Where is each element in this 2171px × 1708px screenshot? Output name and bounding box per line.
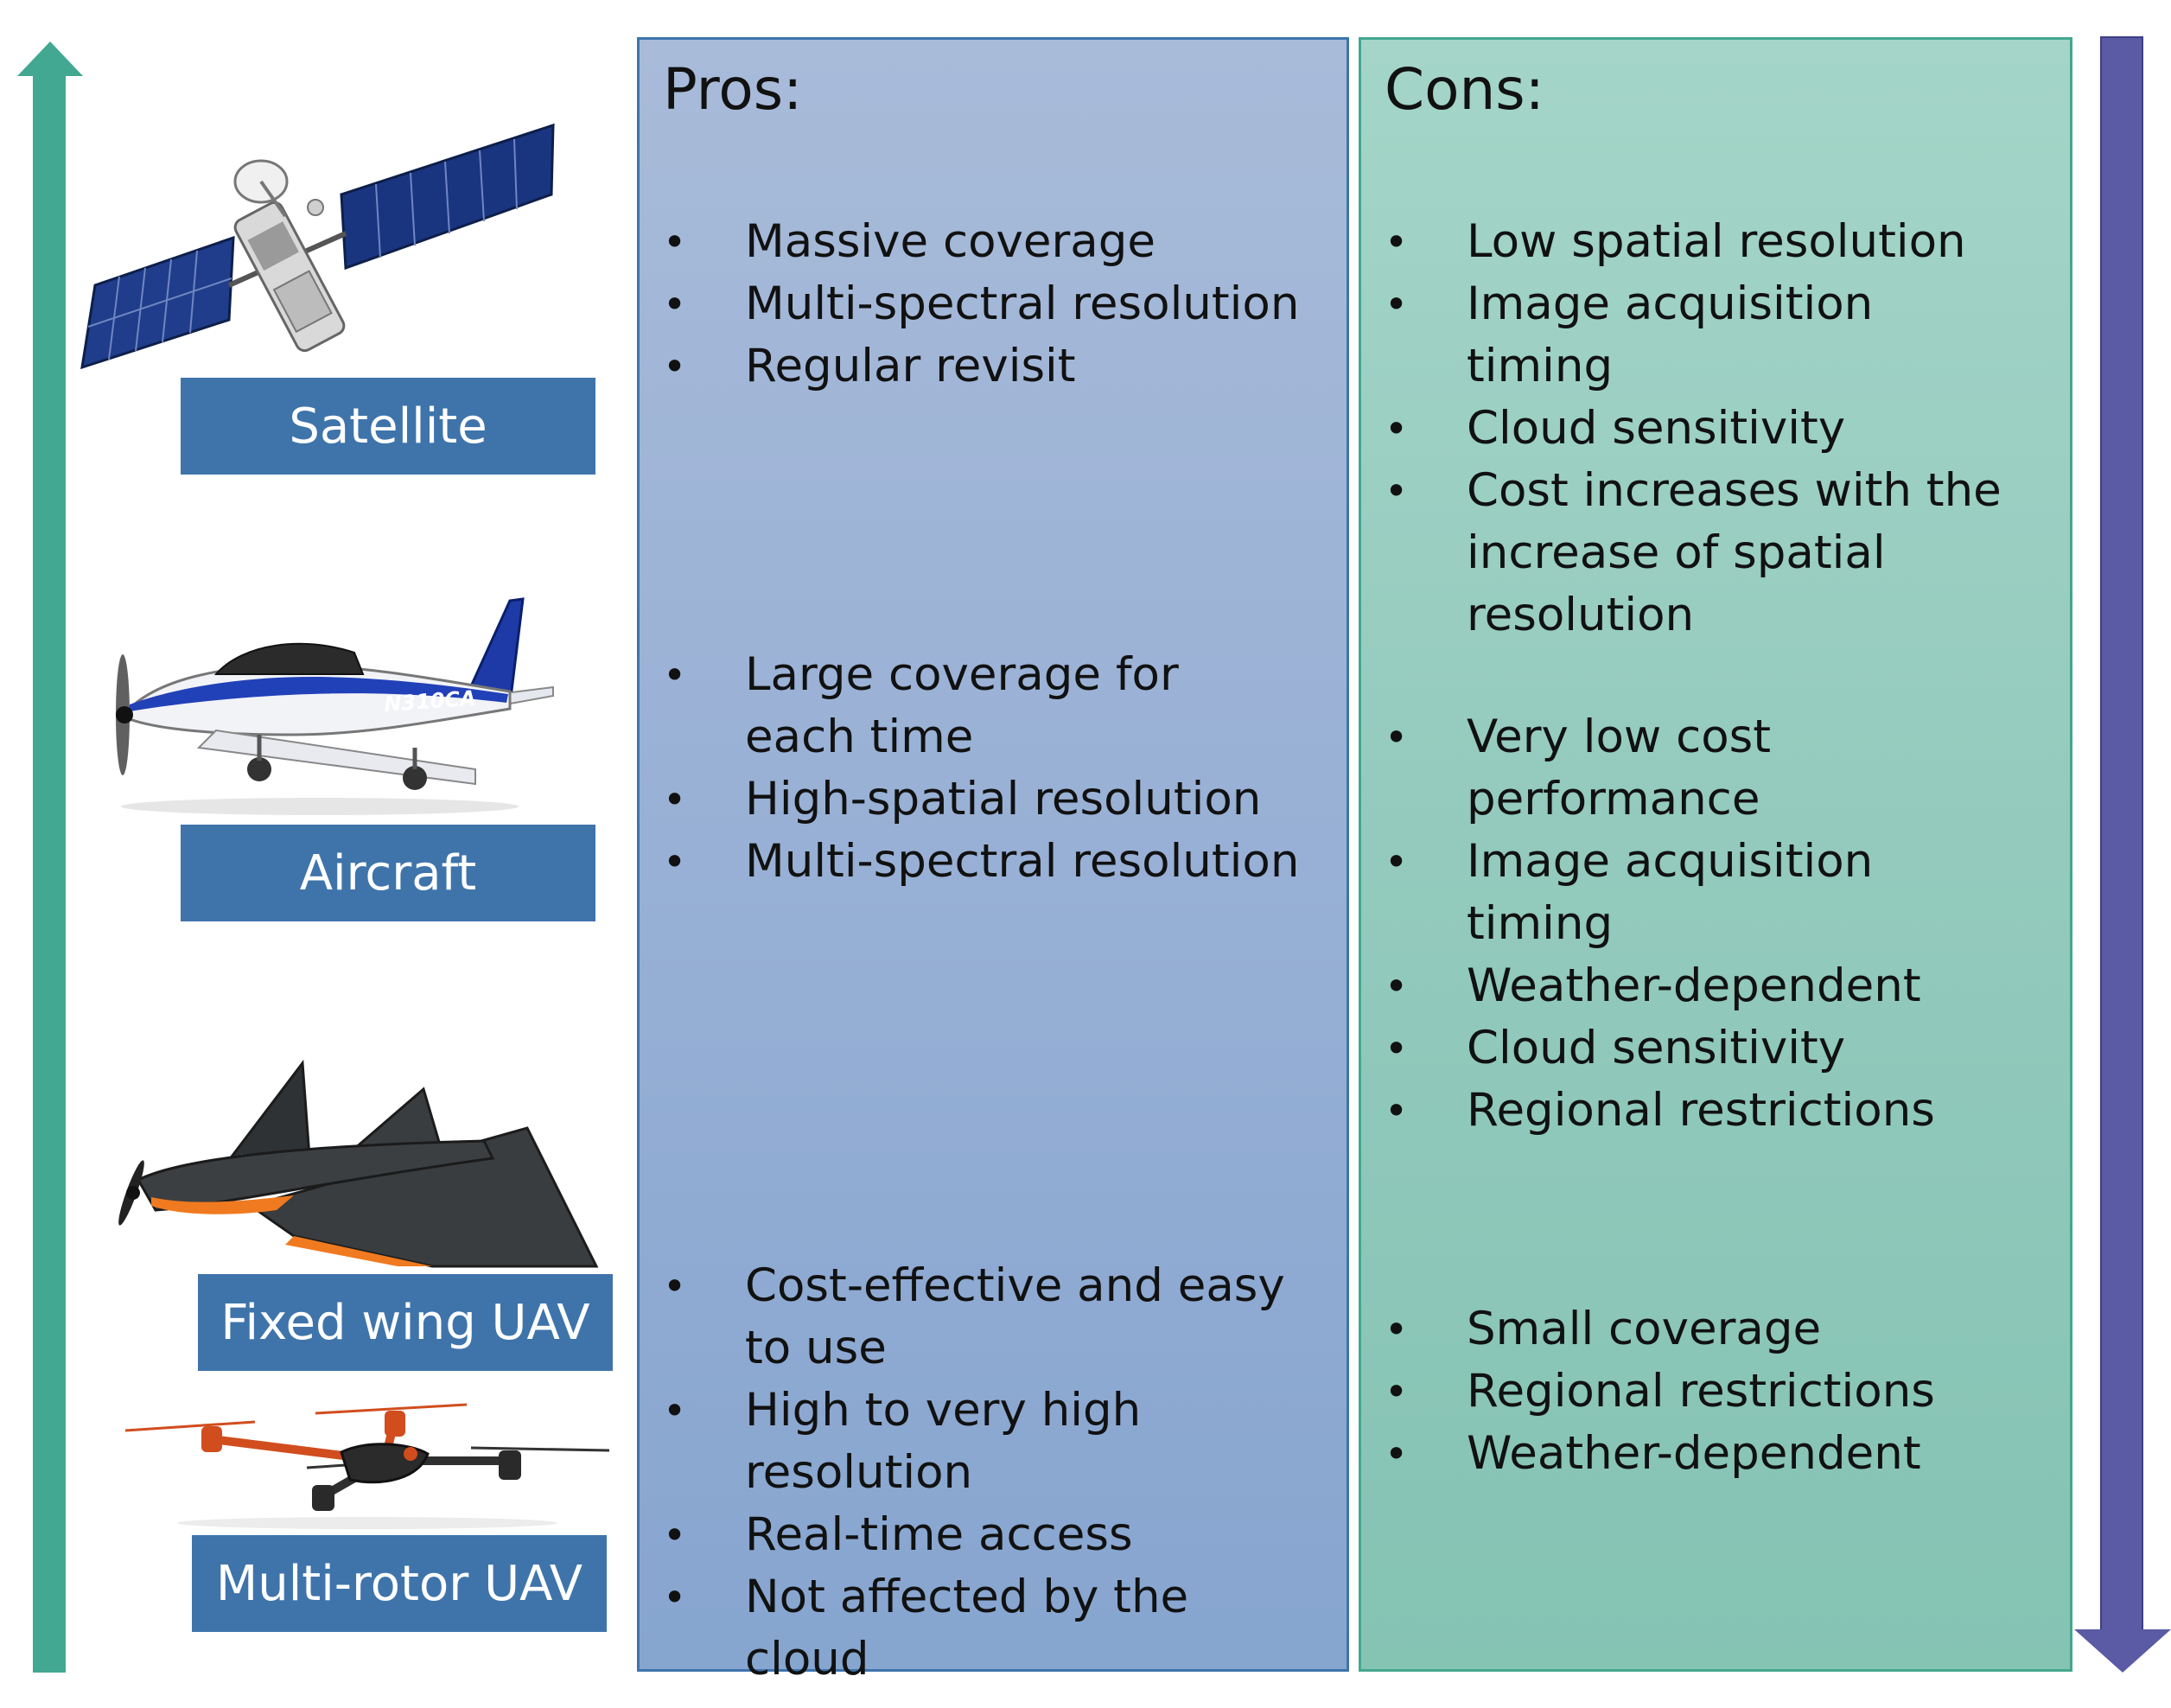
list-item: Weather-dependent xyxy=(1385,955,2015,1017)
list-item: Multi-spectral resolution xyxy=(663,831,1302,893)
fixed-wing-uav-icon xyxy=(118,1059,599,1268)
cons-list-uav: Small coverage Regional restrictions Wea… xyxy=(1385,1298,2024,1485)
cons-title: Cons: xyxy=(1385,56,1544,123)
list-item: Low spatial resolution xyxy=(1385,211,2024,273)
cons-list-aircraft: Very low cost performance Image acquisit… xyxy=(1385,706,2015,1142)
list-item: Real-time access xyxy=(663,1504,1320,1566)
list-item: Image acquisition timing xyxy=(1385,831,2015,955)
aircraft-icon: N310CA xyxy=(116,597,554,815)
list-item: Small coverage xyxy=(1385,1298,2024,1361)
pros-title: Pros: xyxy=(663,56,803,123)
multirotor-uav-icon xyxy=(124,1403,610,1529)
cons-list-satellite: Low spatial resolution Image acquisition… xyxy=(1385,211,2024,647)
down-arrow-shaft xyxy=(2100,36,2143,1640)
list-item: Regional restrictions xyxy=(1385,1080,2015,1142)
list-item: Multi-spectral resolution xyxy=(663,273,1337,335)
platform-label-aircraft: Aircraft xyxy=(181,825,595,921)
up-arrow-shaft xyxy=(33,69,66,1673)
pros-list-aircraft: Large coverage for each time High-spatia… xyxy=(663,644,1302,893)
list-item: Very low cost performance xyxy=(1385,706,1890,831)
pros-list-satellite: Massive coverage Multi-spectral resoluti… xyxy=(663,211,1337,398)
list-item: Large coverage for each time xyxy=(663,644,1302,768)
list-item: High-spatial resolution xyxy=(663,768,1302,831)
list-item: Cloud sensitivity xyxy=(1385,398,2024,460)
up-arrow-icon xyxy=(17,41,83,76)
list-item: Not affected by the cloud xyxy=(663,1566,1320,1691)
pros-list-uav: Cost-effective and easy to use High to v… xyxy=(663,1255,1320,1691)
list-item: Regular revisit xyxy=(663,335,1337,398)
satellite-icon xyxy=(80,123,555,370)
platform-label-multirotor-uav: Multi-rotor UAV xyxy=(192,1535,607,1632)
list-item: Cloud sensitivity xyxy=(1385,1017,2015,1080)
list-item: High to very high resolution xyxy=(663,1380,1320,1504)
list-item: Cost-effective and easy to use xyxy=(663,1255,1320,1380)
platform-label-fixed-wing-uav: Fixed wing UAV xyxy=(198,1274,613,1371)
list-item: Massive coverage xyxy=(663,211,1337,273)
platform-label-satellite: Satellite xyxy=(181,378,595,475)
list-item: Regional restrictions xyxy=(1385,1361,2024,1423)
down-arrow-icon xyxy=(2074,1629,2171,1673)
list-item: Image acquisition timing xyxy=(1385,273,2024,398)
list-item: Cost increases with the increase of spat… xyxy=(1385,460,2024,647)
list-item: Weather-dependent xyxy=(1385,1423,2024,1485)
